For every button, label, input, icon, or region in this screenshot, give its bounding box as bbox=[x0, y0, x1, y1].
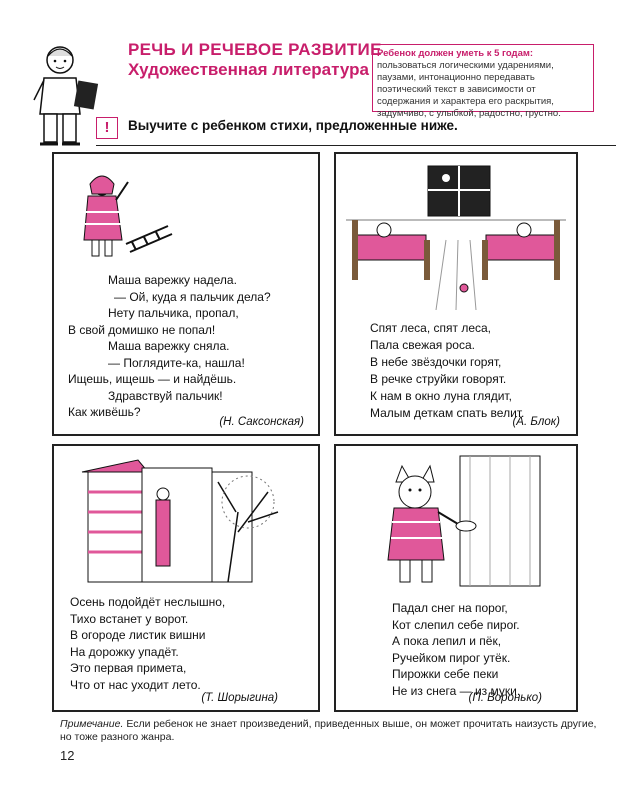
poem-line: Кот слепил себе пирог. bbox=[392, 617, 520, 632]
poem-line: Что от нас уходит лето. bbox=[70, 677, 201, 692]
poem-line: В речке струйки говорят. bbox=[370, 372, 507, 386]
poem-line: Падал снег на порог, bbox=[392, 601, 508, 615]
poem-line: — Поглядите-ка, нашла! bbox=[108, 355, 245, 370]
poem-line: Маша варежку надела. bbox=[108, 273, 237, 287]
poem-line: В огороде листик вишни bbox=[70, 628, 206, 642]
requirement-box: Ребенок должен уметь к 5 годам: пользова… bbox=[372, 44, 594, 119]
poem-card-4: Падал снег на порог, Кот слепил себе пир… bbox=[334, 444, 578, 712]
requirement-text: пользоваться логическими ударениями, пау… bbox=[377, 60, 561, 119]
section-subtitle: Художественная литература bbox=[128, 60, 369, 79]
cat-baking-illustration bbox=[387, 455, 541, 587]
boy-with-book-illustration bbox=[33, 46, 99, 146]
poem-line: Ищешь, ищешь — и найдёшь. bbox=[68, 372, 237, 386]
poem-line: Малым деткам спать велит. bbox=[370, 406, 525, 420]
footnote: Примечание. Если ребенок не знает произв… bbox=[60, 718, 600, 744]
poem-author-4: (П. Воронько) bbox=[468, 692, 542, 704]
poem-line: Нету пальчика, пропал, bbox=[108, 306, 239, 320]
exclamation-icon: ! bbox=[96, 117, 118, 139]
poem-line: Маша варежку сняла. bbox=[108, 339, 230, 353]
poem-author-3: (Т. Шорыгина) bbox=[201, 692, 278, 704]
page-number: 12 bbox=[60, 748, 75, 763]
poem-line: В небе звёздочки горят, bbox=[370, 355, 502, 369]
poem-line: К нам в окно луна глядит, bbox=[370, 389, 512, 403]
poem-line: В свой домишко не попал! bbox=[68, 322, 216, 337]
poem-line: Здравствуй пальчик! bbox=[108, 388, 223, 403]
poem-line: Это первая примета, bbox=[70, 661, 187, 675]
poem-line: Спят леса, спят леса, bbox=[370, 321, 492, 335]
poem-line: Осень подойдёт неслышно, bbox=[70, 595, 226, 609]
requirement-lead: Ребенок должен уметь к 5 годам: bbox=[377, 48, 534, 59]
poem-line: Пирожки себе пеки bbox=[392, 667, 499, 681]
poem-card-3: Осень подойдёт неслышно, Тихо встанет у … bbox=[52, 444, 320, 712]
poem-text-2: Спят леса, спят леса, Пала свежая роса. … bbox=[370, 320, 524, 422]
poem-author-1: (Н. Саксонская) bbox=[219, 416, 304, 428]
sleeping-children-illustration bbox=[346, 165, 566, 310]
poem-card-1: Маша варежку надела. — Ой, куда я пальчи… bbox=[52, 152, 320, 436]
poem-text-1: Маша варежку надела. — Ой, куда я пальчи… bbox=[68, 272, 271, 421]
section-title: РЕЧЬ И РЕЧЕВОЕ РАЗВИТИЕ bbox=[128, 40, 382, 59]
header-divider bbox=[96, 145, 616, 146]
poem-line: Тихо встанет у ворот. bbox=[70, 611, 189, 626]
girl-with-sled-illustration bbox=[83, 175, 173, 257]
instruction-text: Выучите с ребенком стихи, предложенные н… bbox=[128, 118, 458, 133]
poem-card-2: Спят леса, спят леса, Пала свежая роса. … bbox=[334, 152, 578, 436]
poem-line: — Ой, куда я пальчик дела? bbox=[114, 289, 271, 304]
poem-line: Ручейком пирог утёк. bbox=[392, 650, 511, 665]
poem-line: На дорожку упадёт. bbox=[70, 644, 179, 659]
poem-line: А пока лепил и пёк, bbox=[392, 634, 502, 648]
poem-line: Как живёшь? bbox=[68, 405, 141, 419]
poem-author-2: (А. Блок) bbox=[512, 416, 560, 428]
footnote-label: Примечание. bbox=[60, 718, 124, 730]
poem-text-3: Осень подойдёт неслышно, Тихо встанет у … bbox=[70, 594, 225, 693]
poem-line: Не из снега — из муки. bbox=[392, 683, 521, 698]
footnote-text: Если ребенок не знает произведений, прив… bbox=[60, 718, 597, 743]
autumn-gate-illustration bbox=[81, 459, 279, 583]
poem-line: Пала свежая роса. bbox=[370, 338, 475, 352]
poem-text-4: Падал снег на порог, Кот слепил себе пир… bbox=[392, 600, 520, 699]
